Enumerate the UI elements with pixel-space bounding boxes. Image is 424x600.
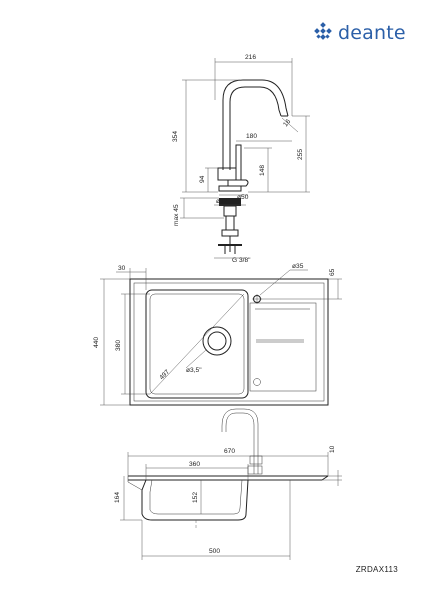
brand-name: deante <box>338 22 406 44</box>
dim-d32: ø32 <box>216 198 228 205</box>
dim-d50: ø50 <box>237 194 249 201</box>
dim-440: 440 <box>93 337 100 348</box>
dim-max45: max 45 <box>173 204 180 226</box>
sink-side-view: 670 10 360 164 152 500 <box>114 408 342 560</box>
dim-152: 152 <box>192 492 199 503</box>
dim-d35: ø35 <box>292 263 304 270</box>
dim-d35b: ø3,5" <box>186 367 202 374</box>
sink-top-view: 30 ø35 65 440 380 497 ø3,5" <box>93 263 342 406</box>
dim-30: 30 <box>118 265 126 272</box>
dim-148: 148 <box>259 165 266 176</box>
dim-354: 354 <box>172 131 179 142</box>
dim-164: 164 <box>114 492 121 503</box>
dim-g38: G 3/8" <box>232 257 251 264</box>
dim-65: 65 <box>329 268 336 276</box>
dim-10: 10 <box>329 445 336 453</box>
dim-497: 497 <box>158 368 171 381</box>
dim-216: 216 <box>245 54 256 61</box>
dim-380: 380 <box>115 340 122 351</box>
dim-670: 670 <box>224 448 235 455</box>
dim-360: 360 <box>189 461 200 468</box>
brand-logo: deante <box>312 22 406 44</box>
model-code: ZRDAX113 <box>355 565 398 574</box>
dim-180: 180 <box>246 133 257 140</box>
dim-255: 255 <box>297 149 304 160</box>
dim-94: 94 <box>199 175 206 183</box>
deante-logo-icon <box>314 22 332 40</box>
faucet-view: 216 354 180 16 255 148 94 ø32 ø50 <box>172 54 310 264</box>
dim-16: 16 <box>282 118 292 128</box>
dim-500: 500 <box>209 548 220 555</box>
